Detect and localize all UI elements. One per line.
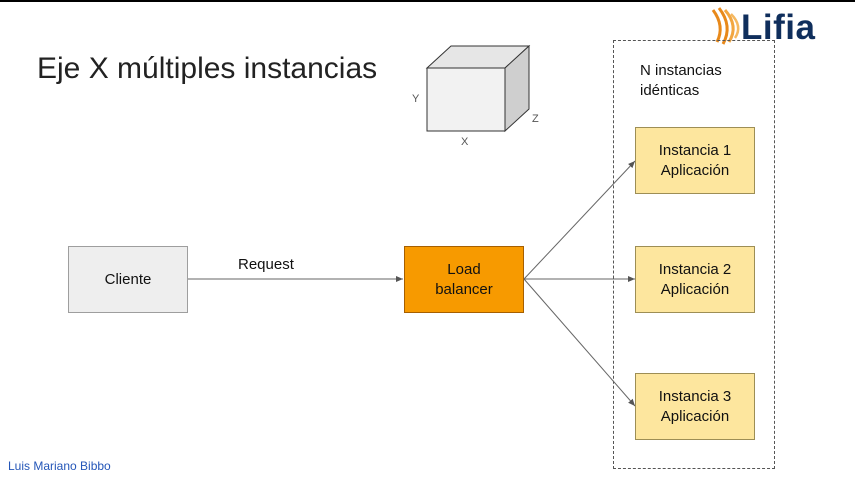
instances-group-border [613, 40, 775, 469]
instances-group-label: N instancias idénticas [640, 62, 722, 99]
arrow-lb-to-instance-3 [523, 278, 636, 407]
instance-2-type: Aplicación [660, 280, 730, 298]
instance-3-box: Instancia 3 Aplicación [635, 373, 755, 440]
request-label: Request [238, 256, 294, 273]
instance-1-name: Instancia 1 [658, 141, 732, 159]
load-balancer-label: Load balancer [435, 260, 493, 298]
instance-1-box: Instancia 1 Aplicación [635, 127, 755, 194]
instance-2-name: Instancia 2 [658, 260, 732, 278]
load-balancer-box: Load balancer [404, 246, 524, 313]
author-credit: Luis Mariano Bibbo [8, 459, 111, 473]
instance-2-box: Instancia 2 Aplicación [635, 246, 755, 313]
axis-label-y: Y [412, 93, 420, 105]
client-box: Cliente [68, 246, 188, 313]
instance-3-name: Instancia 3 [658, 387, 732, 405]
instance-1-type: Aplicación [660, 161, 730, 179]
arrow-lb-to-instance-1 [523, 160, 636, 280]
axis-label-z: Z [532, 113, 539, 125]
top-border-line [0, 0, 855, 2]
client-label: Cliente [104, 270, 152, 288]
cube-icon [425, 44, 531, 133]
instance-3-type: Aplicación [660, 407, 730, 425]
slide-title: Eje X múltiples instancias [37, 52, 378, 85]
axis-label-x: X [461, 136, 469, 148]
